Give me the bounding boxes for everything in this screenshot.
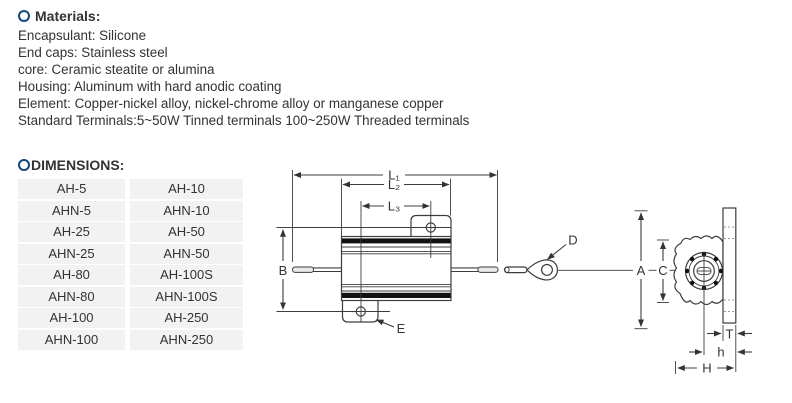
model-cell: AH-50 (130, 222, 243, 242)
model-cell: AHN-50 (130, 243, 243, 264)
model-cell: AHN-250 (130, 329, 243, 350)
model-cell: AHN-80 (18, 286, 125, 307)
model-cell: AH-80 (18, 265, 125, 285)
model-cell: AH-10 (130, 179, 243, 199)
materials-line: Housing: Aluminum with hard anodic coati… (18, 79, 282, 94)
dim-label-a: A (637, 263, 646, 278)
dim-label-e: E (397, 321, 406, 336)
model-cell: AHN-100 (18, 329, 125, 350)
materials-lines: Encapsulant: Silicone End caps: Stainles… (18, 27, 469, 129)
model-cell: AH-100S (130, 265, 243, 285)
model-cell: AHN-100S (130, 286, 243, 307)
materials-line: Standard Terminals:5~50W Tinned terminal… (18, 113, 470, 128)
materials-line: Element: Copper-nickel alloy, nickel-chr… (18, 96, 444, 111)
dim-label-d: D (568, 233, 577, 248)
resistor-dimension-drawing: L₁ L₂ L₃ B E D (276, 168, 752, 376)
model-cell: AH-5 (18, 179, 125, 199)
model-cell: AHN-10 (130, 200, 243, 221)
model-cell: AHN-25 (18, 243, 125, 264)
model-cell: AH-100 (18, 308, 125, 328)
dim-label-h-cap: H (702, 361, 711, 376)
dim-label-h: h (717, 345, 724, 360)
dim-label-c: C (658, 263, 667, 278)
materials-heading-label: Materials: (35, 8, 101, 24)
dim-label-t: T (726, 327, 734, 342)
model-cell: AH-25 (18, 222, 125, 242)
model-cell: AHN-5 (18, 200, 125, 221)
dimensions-heading-label: DIMENSIONS: (31, 157, 125, 173)
side-view: A C T h H (634, 207, 752, 376)
materials-line: End caps: Stainless steel (18, 45, 168, 60)
model-table: AH-5 AH-10 AHN-5 AHN-10 AH-25 AH-50 AHN-… (18, 179, 243, 350)
front-view: L₁ L₂ L₃ B E (276, 168, 499, 336)
dimensions-heading: DIMENSIONS: (18, 157, 243, 173)
core-dots (685, 252, 723, 290)
dimensions-section: DIMENSIONS: AH-5 AH-10 AHN-5 AHN-10 AH-2… (18, 157, 243, 350)
dim-label-l2: L₂ (388, 177, 400, 192)
materials-section: Materials: Encapsulant: Silicone End cap… (18, 8, 469, 129)
model-cell: AH-250 (130, 308, 243, 328)
terminal-lug: D (503, 233, 678, 281)
materials-line: core: Ceramic steatite or alumina (18, 62, 215, 77)
dim-label-l3: L₃ (388, 199, 401, 214)
bullet-circle-icon (18, 10, 30, 22)
bullet-circle-icon (18, 159, 30, 171)
materials-heading: Materials: (18, 8, 469, 24)
dim-label-l1: L₁ (388, 168, 400, 183)
materials-line: Encapsulant: Silicone (18, 28, 147, 43)
dim-label-b: B (279, 263, 288, 278)
